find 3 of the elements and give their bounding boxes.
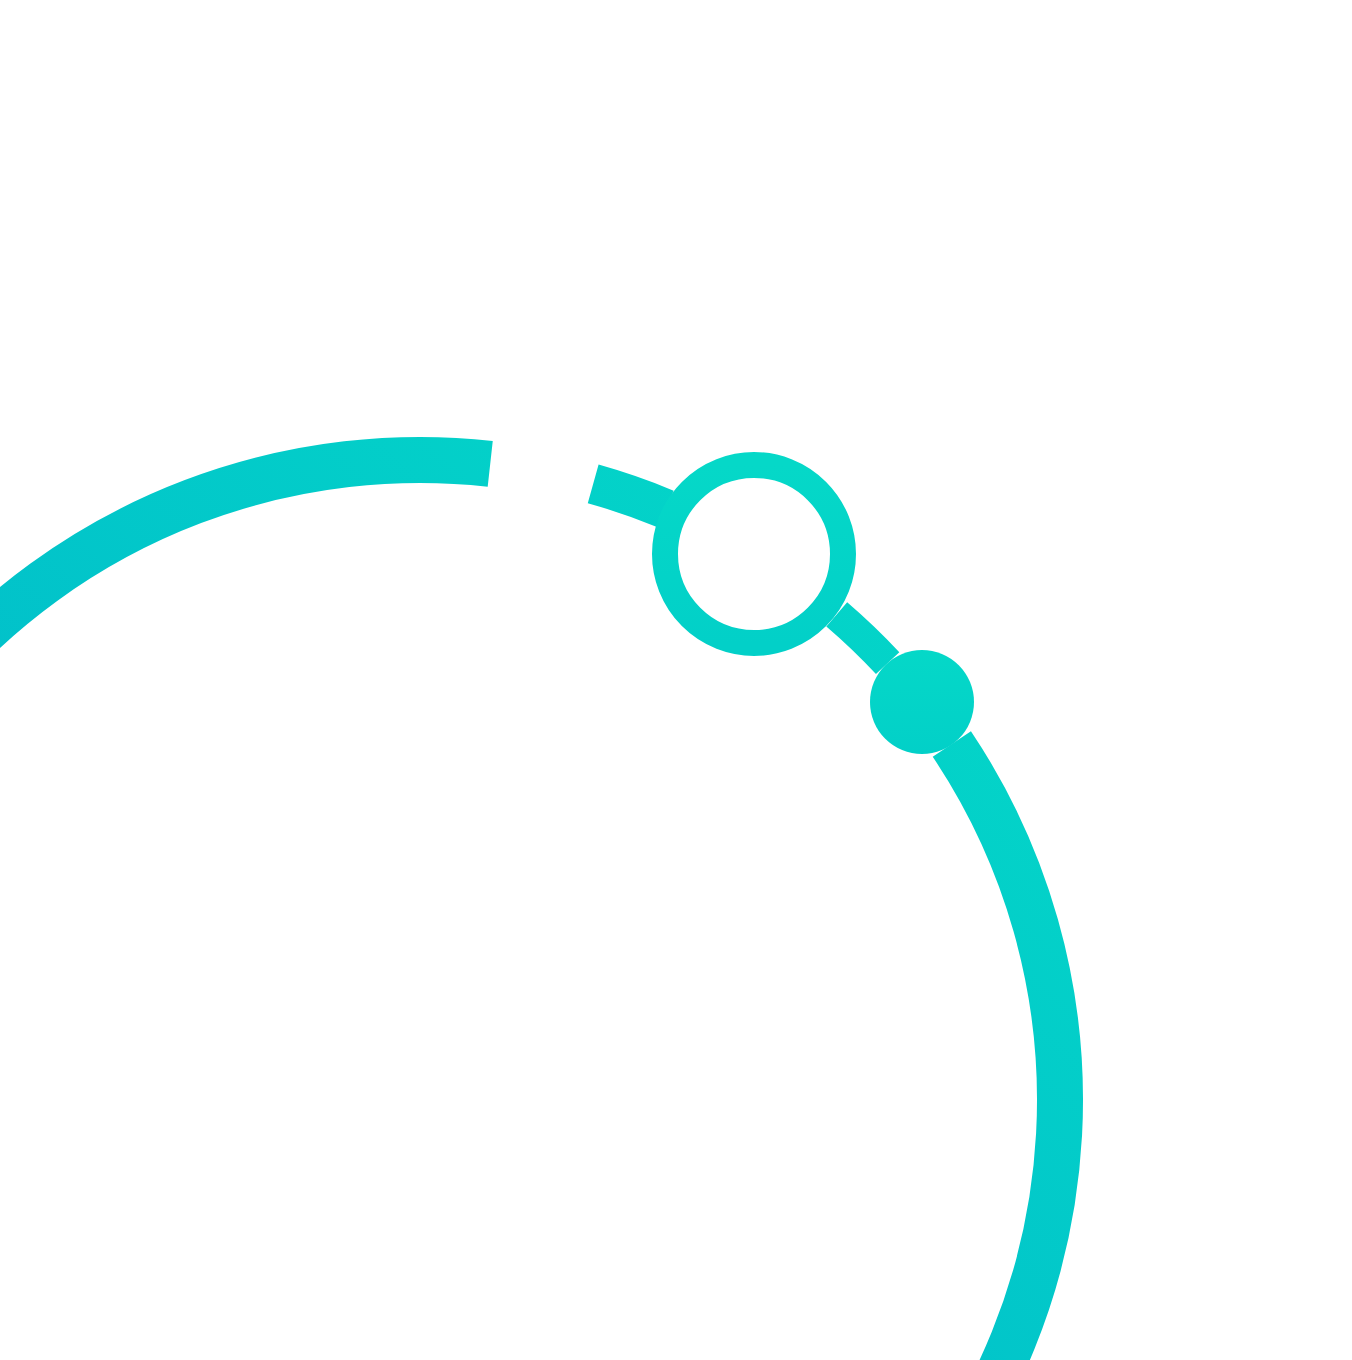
arc-connector	[826, 602, 900, 675]
hollow-ring	[652, 452, 857, 657]
filled-dot	[869, 650, 974, 755]
